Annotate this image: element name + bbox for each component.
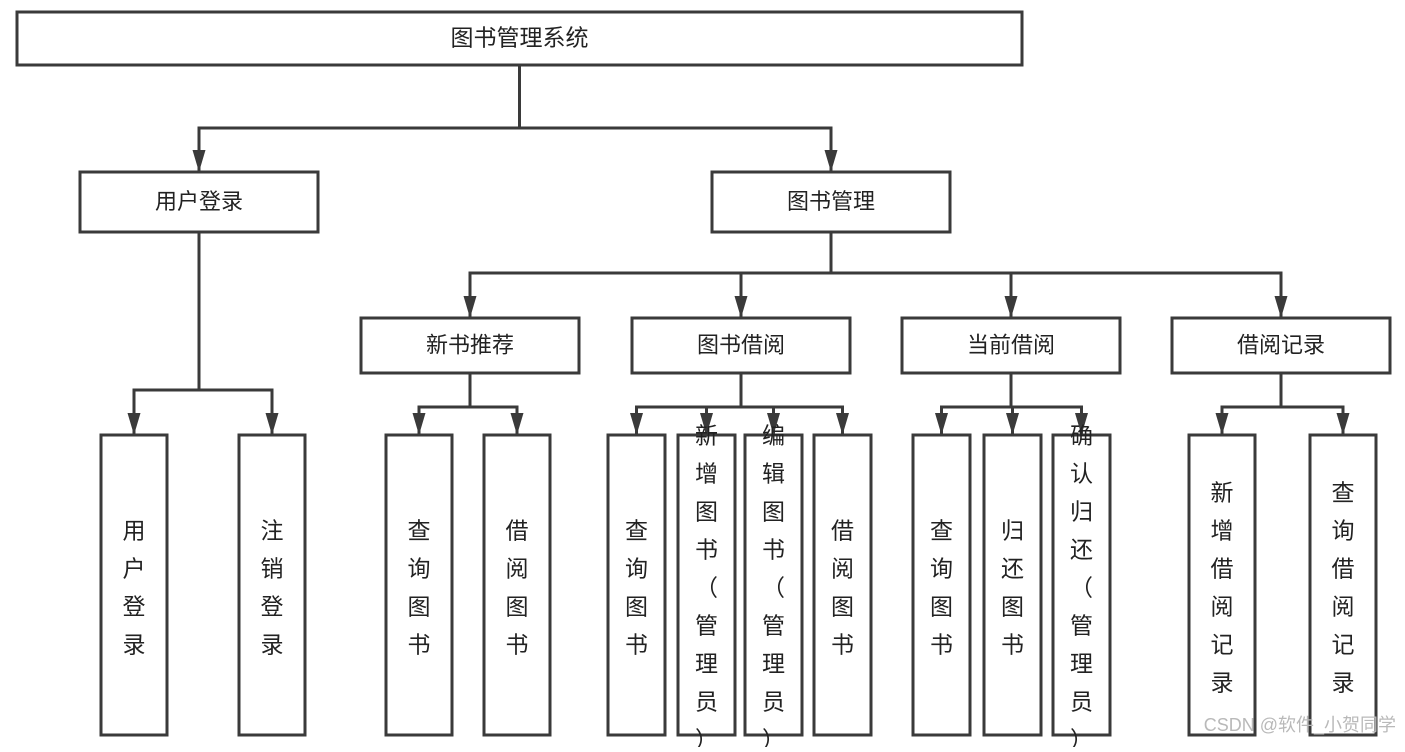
node-box-user-login[interactable] xyxy=(78,170,320,234)
node-label-book-borrow: 图书借阅 xyxy=(697,332,785,357)
arrow-head-user-login-leaf xyxy=(127,413,141,435)
node-label-query-book-1: 查询图书 xyxy=(408,518,431,658)
node-add-borrow-record[interactable]: 新增借阅记录 xyxy=(1187,433,1257,737)
node-user-login[interactable]: 用户登录 xyxy=(78,170,320,234)
node-user-login-leaf[interactable]: 用户登录 xyxy=(99,433,169,737)
arrow-head-user-logout-leaf xyxy=(265,413,279,435)
node-label-query-book-2: 查询图书 xyxy=(625,518,648,658)
arrow-head-query-book-3 xyxy=(935,413,948,435)
node-current-borrow[interactable]: 当前借阅 xyxy=(900,316,1122,375)
arrow-head-book-borrow xyxy=(734,296,748,318)
node-box-user-logout-leaf[interactable] xyxy=(237,433,307,737)
node-label-current-borrow: 当前借阅 xyxy=(967,332,1055,357)
connector-group-root xyxy=(192,63,838,174)
node-label-borrow-book-2: 借阅图书 xyxy=(831,518,854,658)
arrow-head-borrow-record xyxy=(1274,296,1288,318)
connector-group-book-management xyxy=(463,230,1288,320)
node-new-book-recommend[interactable]: 新书推荐 xyxy=(359,316,581,375)
node-label-edit-book: 编辑图书（管理员） xyxy=(762,423,785,747)
node-label-query-borrow-record: 查询借阅记录 xyxy=(1332,480,1355,696)
connector-group-book-borrow xyxy=(630,371,849,437)
arrow-head-current-borrow xyxy=(1004,296,1018,318)
node-box-borrow-book-2[interactable] xyxy=(812,433,873,737)
node-label-borrow-book-1: 借阅图书 xyxy=(506,518,529,658)
nodes-layer: 图书管理系统用户登录图书管理新书推荐图书借阅当前借阅借阅记录用户登录注销登录查询… xyxy=(15,10,1392,752)
node-label-confirm-return: 确认归还（管理员） xyxy=(1070,423,1093,747)
node-label-user-logout-leaf: 注销登录 xyxy=(261,518,284,658)
node-book-borrow[interactable]: 图书借阅 xyxy=(630,316,852,375)
node-add-book[interactable]: 新增图书（管理员） xyxy=(676,423,737,752)
node-box-borrow-record[interactable] xyxy=(1170,316,1392,375)
node-borrow-book-2[interactable]: 借阅图书 xyxy=(812,433,873,737)
node-query-book-3[interactable]: 查询图书 xyxy=(911,433,972,737)
node-user-logout-leaf[interactable]: 注销登录 xyxy=(237,433,307,737)
node-box-add-book[interactable] xyxy=(676,433,737,737)
arrow-head-borrow-book-2 xyxy=(836,413,849,435)
node-label-query-book-3: 查询图书 xyxy=(930,518,953,658)
node-return-book[interactable]: 归还图书 xyxy=(982,433,1043,737)
arrow-head-user-login xyxy=(192,150,206,172)
node-box-add-borrow-record[interactable] xyxy=(1187,433,1257,737)
arrow-head-add-borrow-record xyxy=(1215,413,1229,435)
node-box-user-login-leaf[interactable] xyxy=(99,433,169,737)
node-confirm-return[interactable]: 确认归还（管理员） xyxy=(1051,423,1112,752)
node-box-root[interactable] xyxy=(15,10,1024,67)
node-query-borrow-record[interactable]: 查询借阅记录 xyxy=(1308,433,1378,737)
csdn-watermark: CSDN @软件_小贺同学 xyxy=(1204,715,1396,736)
connectors-layer xyxy=(127,63,1350,437)
connector-group-user-login xyxy=(127,230,279,437)
arrow-head-query-book-1 xyxy=(412,413,426,435)
node-box-confirm-return[interactable] xyxy=(1051,433,1112,737)
connector-group-current-borrow xyxy=(935,371,1088,437)
arrow-head-add-book xyxy=(700,413,713,435)
node-label-user-login-leaf: 用户登录 xyxy=(123,518,146,658)
arrow-head-return-book xyxy=(1006,413,1019,435)
connector-group-borrow-record xyxy=(1215,371,1350,437)
node-box-edit-book[interactable] xyxy=(743,433,804,737)
node-borrow-record[interactable]: 借阅记录 xyxy=(1170,316,1392,375)
node-label-add-book: 新增图书（管理员） xyxy=(695,423,718,747)
node-borrow-book-1[interactable]: 借阅图书 xyxy=(482,433,552,737)
node-label-return-book: 归还图书 xyxy=(1001,518,1024,658)
connector-group-new-book-recommend xyxy=(412,371,524,437)
node-label-new-book-recommend: 新书推荐 xyxy=(426,332,514,357)
node-edit-book[interactable]: 编辑图书（管理员） xyxy=(743,423,804,752)
node-box-query-book-2[interactable] xyxy=(606,433,667,737)
node-box-book-borrow[interactable] xyxy=(630,316,852,375)
node-box-return-book[interactable] xyxy=(982,433,1043,737)
node-box-borrow-book-1[interactable] xyxy=(482,433,552,737)
arrow-head-confirm-return xyxy=(1075,413,1088,435)
arrow-head-borrow-book-1 xyxy=(510,413,524,435)
node-label-root: 图书管理系统 xyxy=(451,25,589,51)
arrow-head-book-management xyxy=(824,150,838,172)
node-label-borrow-record: 借阅记录 xyxy=(1237,332,1325,357)
node-box-book-management[interactable] xyxy=(710,170,952,234)
node-label-add-borrow-record: 新增借阅记录 xyxy=(1211,480,1234,696)
node-query-book-1[interactable]: 查询图书 xyxy=(384,433,454,737)
node-root[interactable]: 图书管理系统 xyxy=(15,10,1024,67)
arrow-head-edit-book xyxy=(767,413,780,435)
arrow-head-query-book-2 xyxy=(630,413,643,435)
node-box-current-borrow[interactable] xyxy=(900,316,1122,375)
node-box-query-borrow-record[interactable] xyxy=(1308,433,1378,737)
node-label-user-login: 用户登录 xyxy=(155,189,243,214)
node-box-query-book-3[interactable] xyxy=(911,433,972,737)
node-book-management[interactable]: 图书管理 xyxy=(710,170,952,234)
node-box-new-book-recommend[interactable] xyxy=(359,316,581,375)
node-query-book-2[interactable]: 查询图书 xyxy=(606,433,667,737)
node-label-book-management: 图书管理 xyxy=(787,189,875,214)
node-box-query-book-1[interactable] xyxy=(384,433,454,737)
arrow-head-query-borrow-record xyxy=(1336,413,1350,435)
arrow-head-new-book-recommend xyxy=(463,296,477,318)
